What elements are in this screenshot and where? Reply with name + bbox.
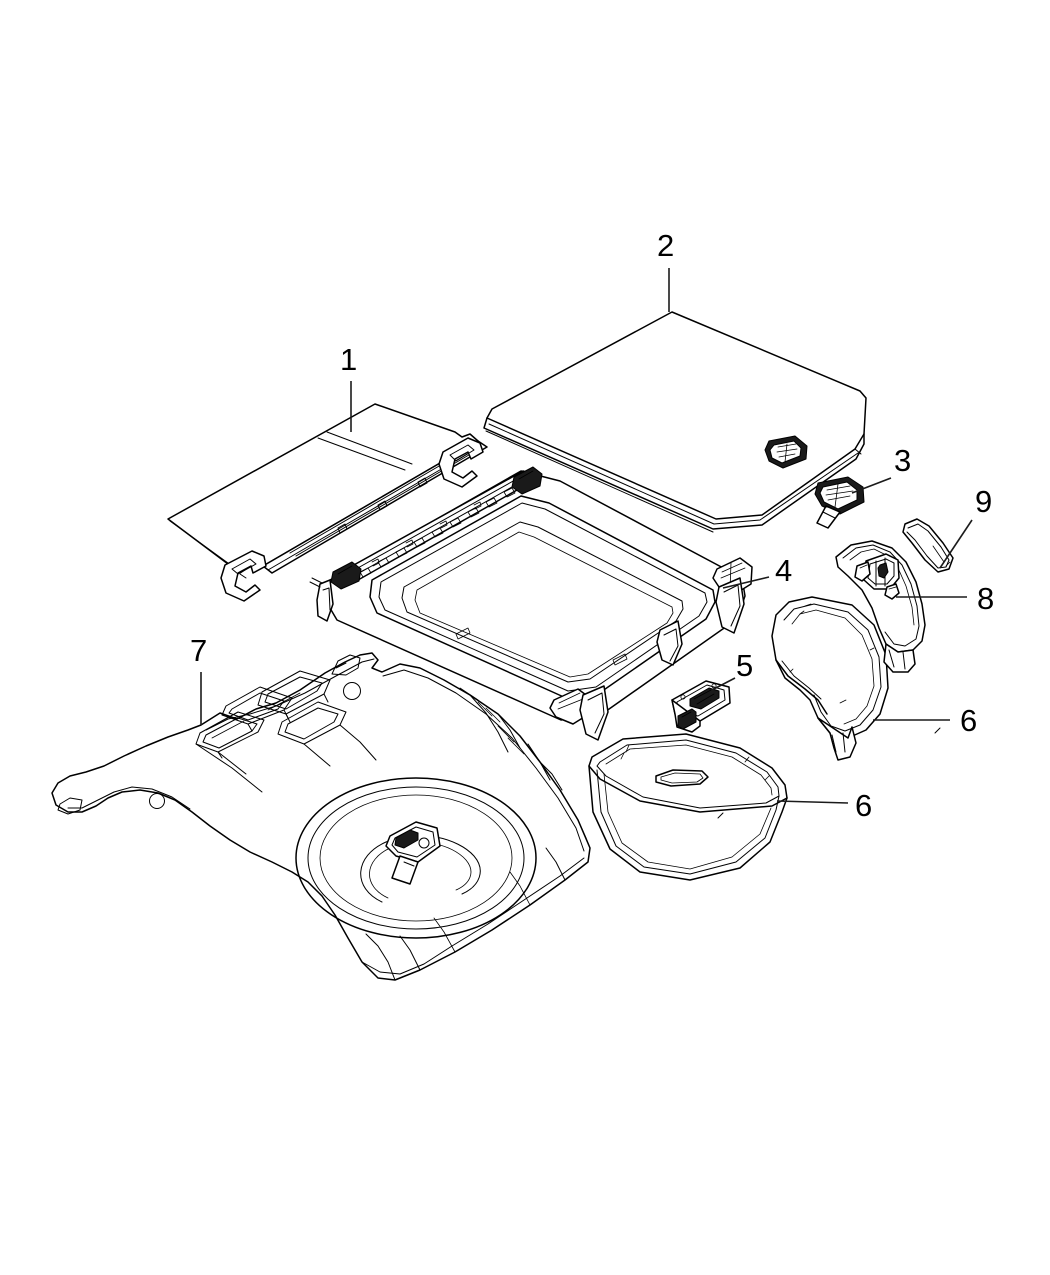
part-9-trim-filler-cover-strip[interactable]	[902, 518, 954, 573]
leader-5	[711, 677, 736, 691]
load-floor-handle-recess[interactable]	[764, 435, 808, 469]
tool-tray-ribs	[195, 670, 347, 759]
part-1-rear-cargo-cover-panel[interactable]	[167, 403, 488, 602]
leader-3	[851, 477, 892, 494]
part-5-latch-striker-bracket[interactable]	[671, 680, 731, 733]
leader-9	[939, 519, 973, 569]
callout-number-3: 3	[894, 443, 912, 478]
callout-number-6-tray: 6	[855, 788, 873, 823]
callout-number-2: 2	[657, 228, 675, 263]
callout-leader-lines	[200, 268, 973, 819]
callout-number-1: 1	[340, 342, 358, 377]
callout-number-6-right-bin: 6	[960, 703, 978, 738]
part-7-spare-tire-well-floor-pan[interactable]	[51, 652, 591, 981]
leader-6b-tick	[934, 727, 941, 734]
part-3-pull-handle-latch[interactable]	[814, 476, 865, 529]
callout-number-7: 7	[190, 633, 208, 668]
part-6-cargo-storage-bin-tray[interactable]	[588, 733, 788, 881]
leader-6a-tick	[717, 812, 724, 819]
leader-4	[722, 576, 770, 589]
part-6-quarter-trim-storage-bin-right[interactable]	[771, 596, 889, 761]
part-2-cargo-load-floor-panel[interactable]	[483, 311, 867, 533]
callout-number-8: 8	[977, 581, 995, 616]
leader-6b	[776, 800, 849, 804]
callout-number-4: 4	[775, 553, 793, 588]
floor-frame-slide-rail	[330, 466, 543, 590]
spare-tire-well-recess	[295, 777, 537, 939]
part-4-cargo-floor-support-frame[interactable]	[309, 466, 753, 741]
callout-number-9: 9	[975, 484, 993, 519]
part-8-quarter-trim-panel[interactable]	[835, 540, 926, 673]
callout-number-5: 5	[736, 648, 754, 683]
